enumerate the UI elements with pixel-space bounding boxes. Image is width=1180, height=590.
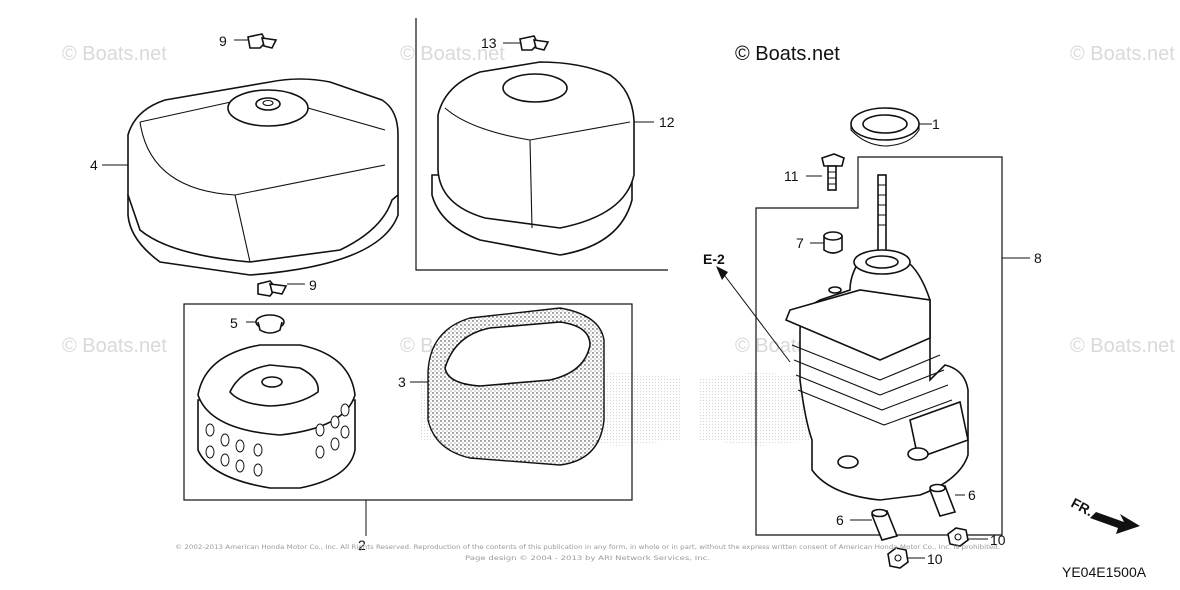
front-direction-arrow: FR.	[1069, 495, 1140, 534]
callout-9[interactable]: 9	[309, 277, 317, 293]
front-direction-label: FR.	[1069, 495, 1096, 520]
part-5-grommet[interactable]	[255, 314, 285, 334]
group-frame-2	[183, 303, 633, 501]
part-6-tube-left[interactable]	[870, 508, 899, 541]
part-4-outer-cover[interactable]	[127, 78, 399, 276]
page-design-fine-print: Page design © 2004 - 2013 by ARI Network…	[465, 555, 710, 562]
callout-11[interactable]: 11	[784, 168, 799, 184]
callout-2[interactable]: 2	[358, 537, 366, 553]
part-9-wing-nut-bottom[interactable]	[257, 280, 288, 297]
callout-12[interactable]: 12	[659, 114, 675, 130]
callout-6[interactable]: 6	[836, 512, 844, 528]
part-12-cover[interactable]	[431, 61, 635, 256]
callout-6[interactable]: 6	[968, 487, 976, 503]
watermark: © Boats.net	[62, 43, 167, 65]
part-1-seal[interactable]	[850, 107, 920, 147]
part-2-filter-element[interactable]	[197, 344, 356, 489]
copyright-notice: © Boats.net	[735, 43, 840, 65]
part-6-tube-right[interactable]	[928, 483, 957, 517]
group-frame-8	[755, 156, 1003, 536]
callout-1[interactable]: 1	[932, 116, 940, 132]
leader-lines	[102, 39, 1030, 559]
part-8-air-cleaner-case[interactable]	[784, 174, 969, 501]
callout-3[interactable]: 3	[398, 374, 406, 390]
callout-7[interactable]: 7	[796, 235, 804, 251]
watermark: © Boats.net	[62, 335, 167, 357]
part-13-wing-nut[interactable]	[519, 35, 550, 51]
watermark: © Boats.net	[1070, 335, 1175, 357]
callout-9[interactable]: 9	[219, 33, 227, 49]
callout-13[interactable]: 13	[481, 35, 497, 51]
part-7-collar[interactable]	[823, 231, 843, 254]
part-3-foam-filter[interactable]	[427, 307, 605, 466]
reference-label-e2: E-2	[703, 251, 725, 267]
watermark: © Boats.net	[1070, 43, 1175, 65]
part-10-nut-right[interactable]	[947, 527, 969, 547]
callout-10[interactable]: 10	[990, 532, 1006, 548]
part-11-bolt[interactable]	[821, 153, 845, 191]
callout-5[interactable]: 5	[230, 315, 238, 331]
callout-10[interactable]: 10	[927, 551, 943, 567]
callout-4[interactable]: 4	[90, 157, 98, 173]
part-9-wing-nut-top[interactable]	[247, 33, 278, 49]
watermark: © Boats.net	[400, 43, 505, 65]
callout-numbers: 1 2 3 4 5 6 6 7 8 9 9 10 10 11 12 13	[90, 33, 1042, 567]
callout-8[interactable]: 8	[1034, 250, 1042, 266]
diagram-code: YE04E1500A	[1062, 564, 1147, 580]
copyright-fine-print: © 2002-2013 American Honda Motor Co., In…	[175, 544, 1000, 551]
reference-arrow-e2	[716, 266, 791, 363]
group-frame-12	[415, 18, 668, 271]
part-10-nut-left[interactable]	[887, 547, 909, 569]
